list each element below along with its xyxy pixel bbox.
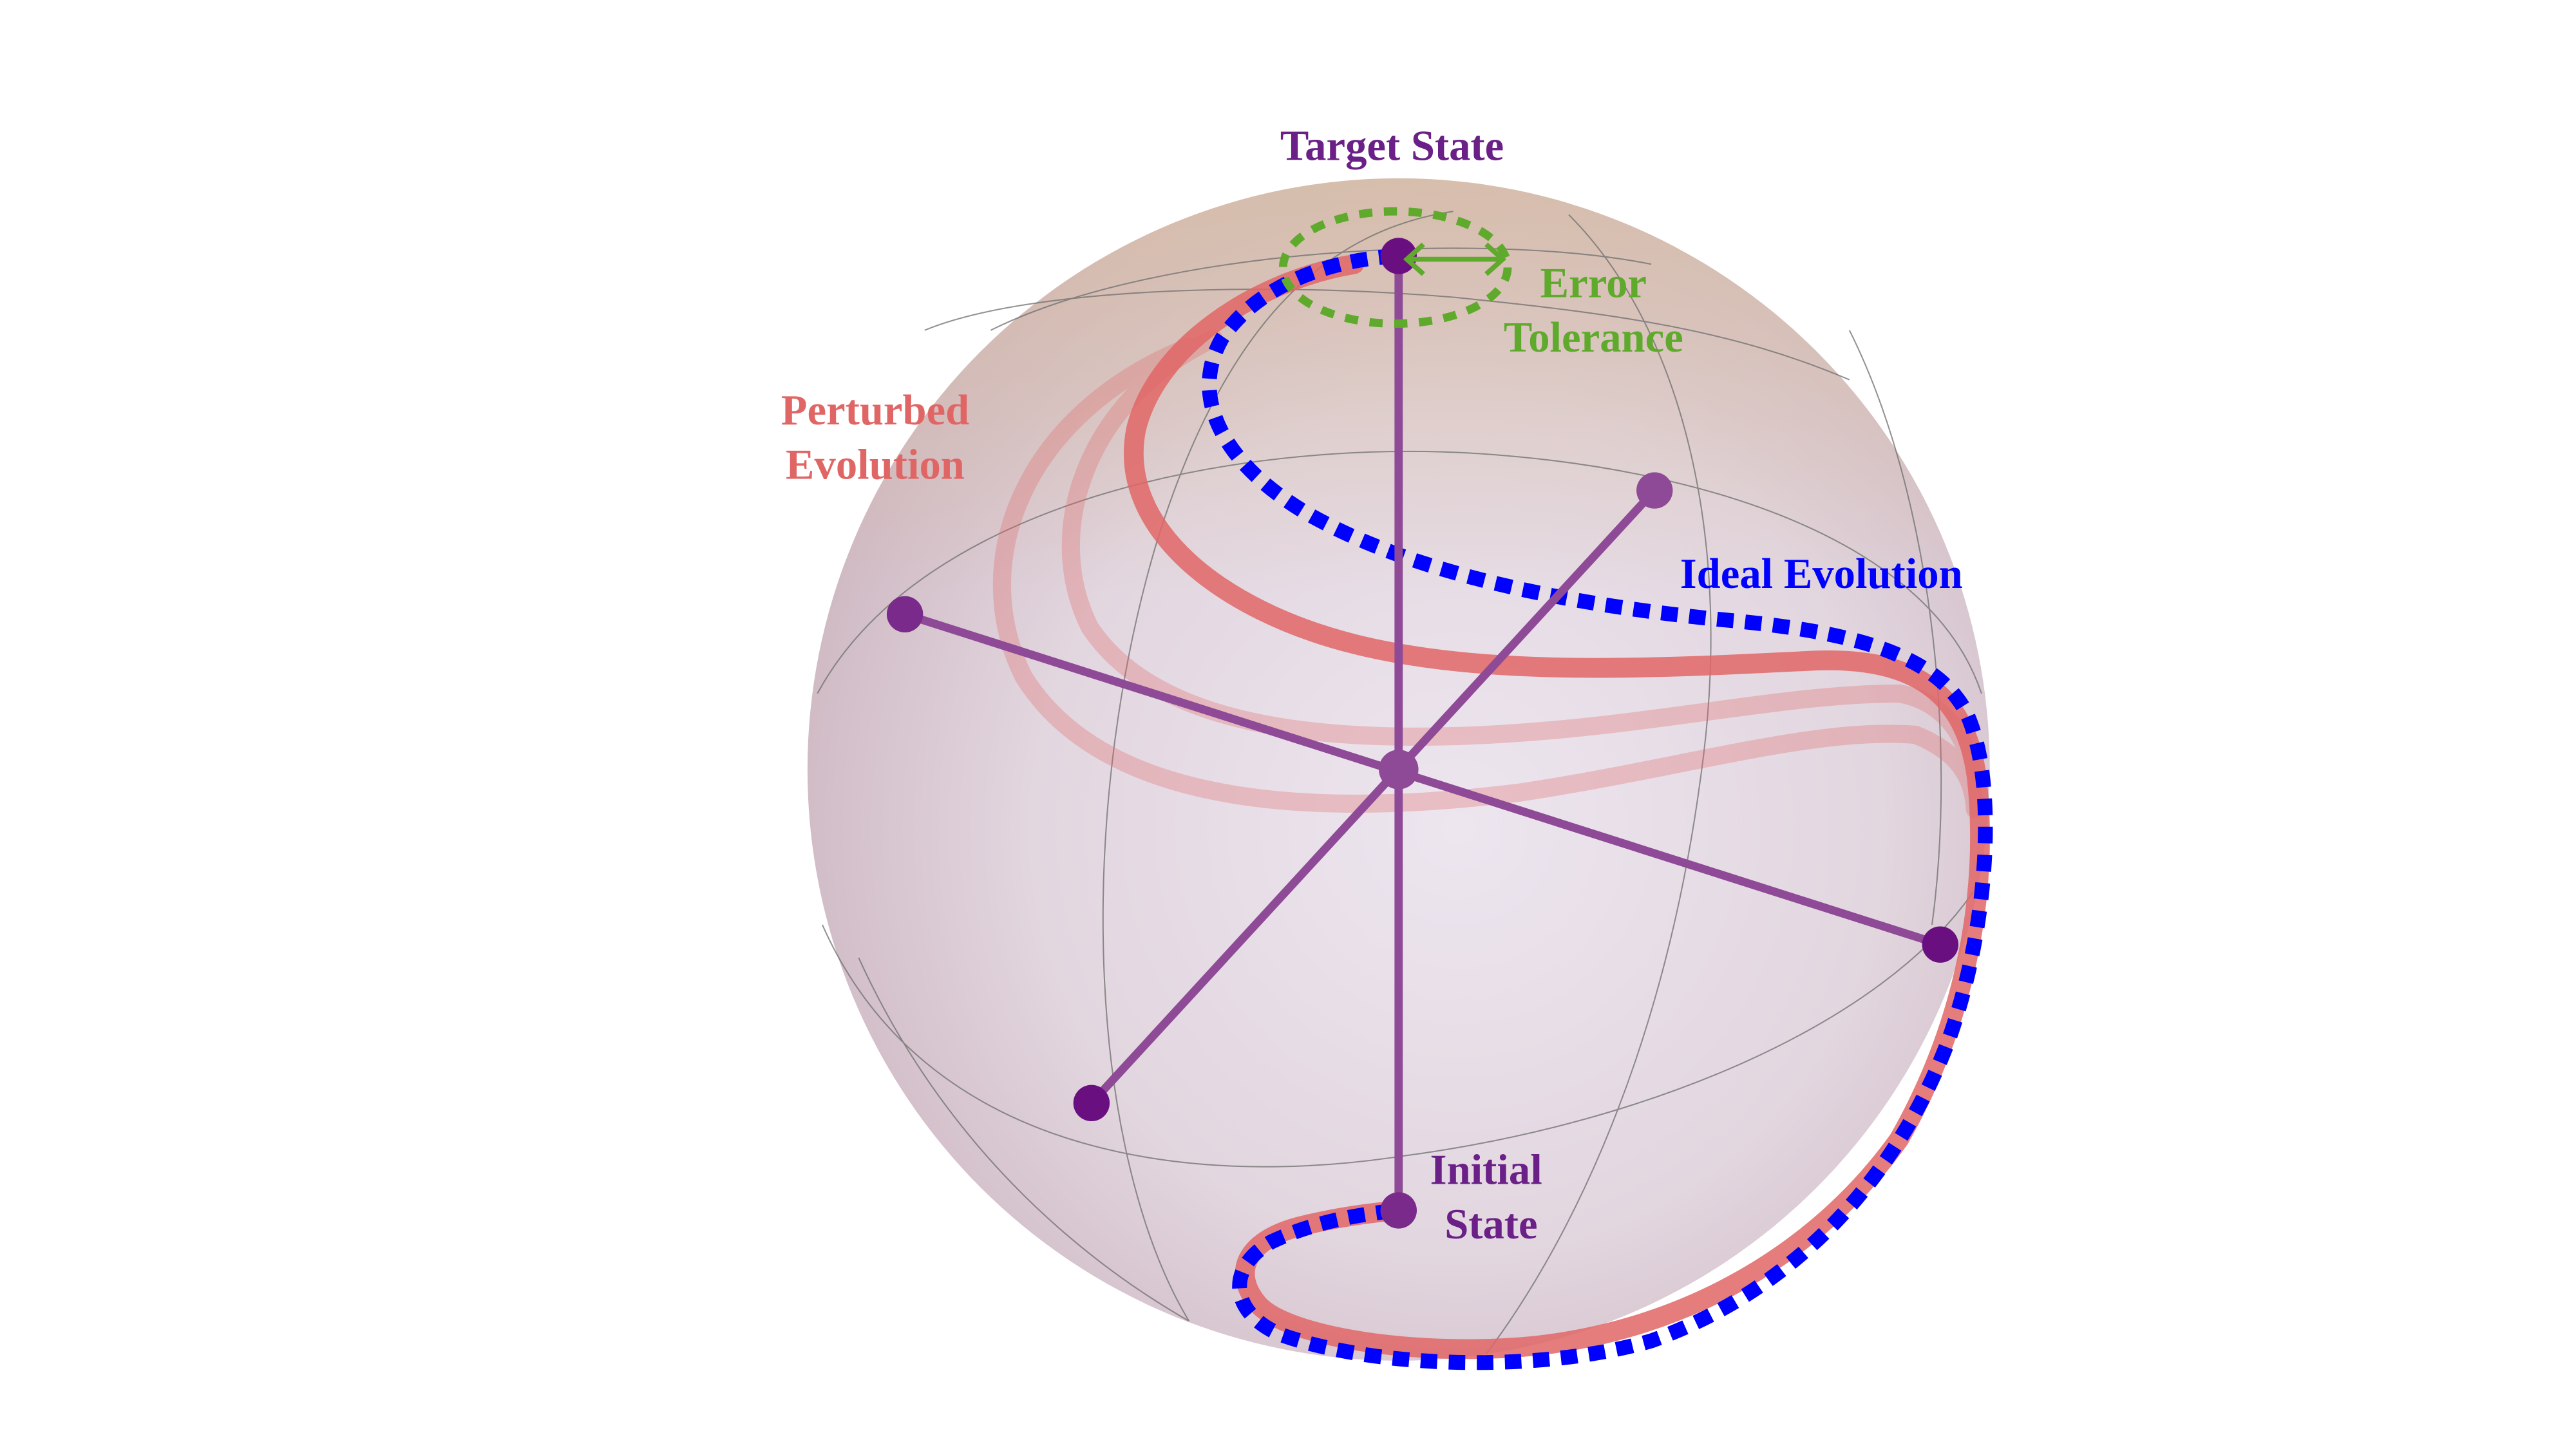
bloch-axes — [900, 255, 1945, 1215]
tolerance-ellipse — [1278, 207, 1512, 328]
ideal-evolution-label: Ideal Evolution — [1680, 551, 1963, 598]
x-axis — [900, 610, 1945, 949]
error-tolerance-marker — [1278, 207, 1512, 328]
error-tolerance-label-line1: Error — [1540, 260, 1647, 307]
initial-state-label-line1: Initial — [1430, 1146, 1542, 1193]
axis-endpoint — [1922, 926, 1959, 963]
perturbed-evolution-label-line1: Perturbed — [781, 387, 969, 434]
axis-endpoint — [1636, 472, 1673, 509]
target-state-label: Target State — [1280, 123, 1504, 170]
axis-endpoint — [1073, 1084, 1110, 1122]
axis-endpoints — [886, 238, 1959, 1229]
initial-state-label-line2: State — [1444, 1201, 1537, 1248]
perturbed-evolution-label-line2: Evolution — [786, 442, 965, 489]
perturbed-evolution-faint-paths — [992, 329, 1984, 819]
double-arrow-icon — [1403, 242, 1507, 276]
initial-state-point — [1380, 1192, 1417, 1229]
axis-endpoint — [886, 596, 923, 633]
target-state-point — [1380, 238, 1417, 274]
sphere-grid-lines — [817, 211, 1982, 1355]
y-axis — [1087, 486, 1659, 1108]
ideal-evolution-path — [1202, 248, 1993, 1370]
error-tolerance-label-line2: Tolerance — [1504, 314, 1683, 361]
sphere-center-point — [1379, 750, 1419, 790]
